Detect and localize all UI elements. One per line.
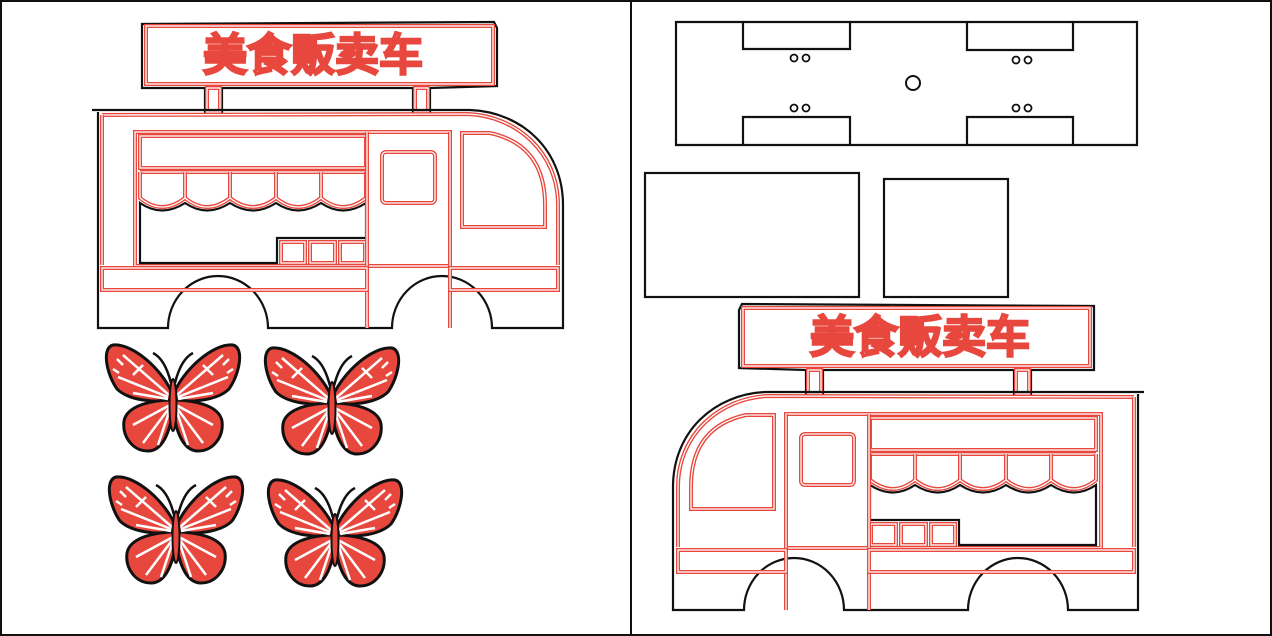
counter-box [900,523,927,546]
counter-box [930,523,956,546]
sign-board-frame [145,25,494,85]
sign-post [205,86,222,114]
counter-box [929,522,957,547]
sign-board-frame [742,307,1091,367]
top-panel [138,134,368,170]
awning [868,452,1098,491]
chassis-base-plate [674,20,1139,147]
sign-post [413,86,430,114]
axle-holes [789,53,1033,113]
cab-window [460,131,547,229]
awning [138,170,368,209]
cab-window [690,414,775,510]
counter-box [870,523,897,546]
butterfly [107,475,245,585]
serving-window [138,200,368,265]
body-inner-line [101,113,559,265]
center-hole [905,75,921,91]
food-truck-side-right [671,302,1144,612]
bottom-strip [101,267,368,291]
top-panel [869,417,1097,451]
body-inner-line [677,395,1135,547]
door [365,132,452,328]
sign-post [1014,368,1031,396]
sign-text: 美食贩卖车 [203,30,423,81]
cab-window [461,132,546,228]
counter-box [338,240,367,265]
wheel-slot [741,115,1075,145]
bottom-strip [868,549,1135,573]
butterfly [104,343,242,453]
counter-box [869,522,898,547]
door-window [380,150,437,205]
counter-box [280,241,306,264]
counter-box [279,240,307,265]
sign-post [1015,369,1030,395]
counter-box [339,241,366,264]
counter-box [899,522,928,547]
bottom-strip [449,267,559,291]
end-panel-small [882,177,1010,299]
bottom-strip [676,548,788,574]
door-window [800,433,855,486]
sign-post [414,87,429,113]
butterflies [104,343,404,588]
door-window [381,151,436,204]
cab-window [689,413,776,511]
bottom-strip [448,266,560,292]
truck-body-outline [92,108,565,330]
door [784,414,871,610]
butterfly [266,478,404,588]
food-truck-side-left [92,20,565,330]
door [366,132,451,328]
top-panel [139,135,367,169]
serving-window [868,482,1098,547]
bottom-strip [677,549,787,573]
butterfly [263,346,401,456]
end-panel-large [643,171,861,299]
top-panel [868,416,1098,452]
counter-box [308,240,337,265]
wheel-slot [741,22,1075,52]
sign-post [806,368,823,396]
sign-post [206,87,221,113]
door [785,414,870,610]
truck-body-outline [671,390,1144,612]
sign-text: 美食贩卖车 [810,312,1030,363]
counter-box [309,241,336,264]
sign-post [807,369,822,395]
door-window [799,432,856,487]
